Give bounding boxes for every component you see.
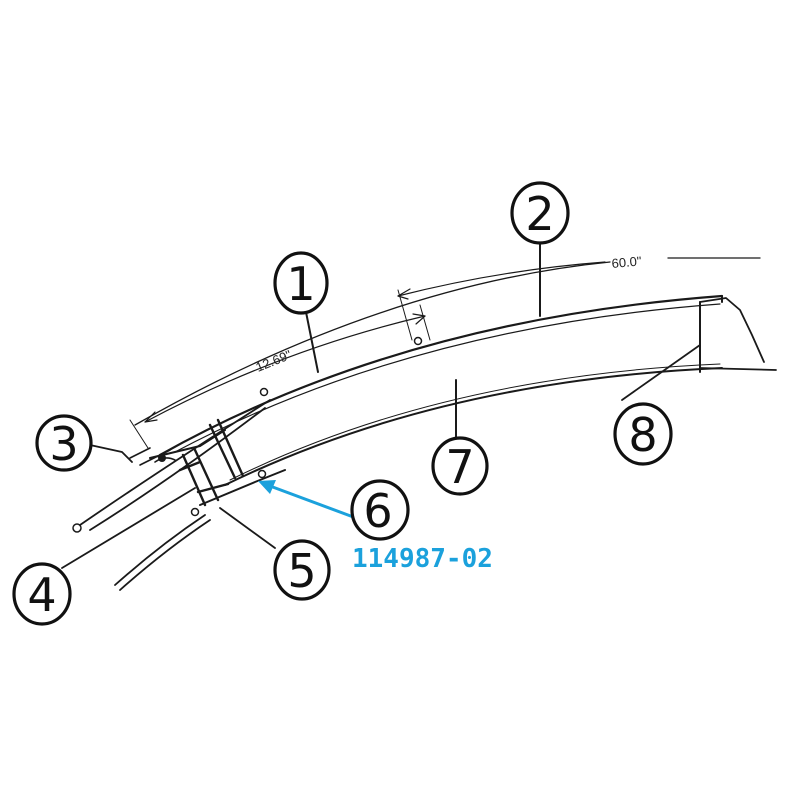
- dim-long-text: 60.0": [611, 253, 642, 271]
- callout-8: 8: [613, 402, 673, 466]
- svg-text:3: 3: [49, 417, 78, 471]
- svg-text:7: 7: [445, 440, 474, 494]
- spar-fastener-lower: [190, 507, 200, 517]
- fastener-left: [72, 523, 82, 533]
- dim-extension-lines: [129, 289, 431, 449]
- leader-3: [89, 444, 133, 463]
- dim-short-text: 12.69": [254, 347, 294, 375]
- fastener-mid: [413, 336, 423, 346]
- callout-7: 7: [431, 436, 489, 496]
- spar-h-section: [178, 418, 245, 507]
- spar-fastener: [158, 454, 166, 462]
- outer-arc: [134, 261, 611, 426]
- leading-edge-lower-skin: [114, 514, 211, 591]
- leader-5: [219, 507, 276, 549]
- callout-2: 2: [510, 181, 570, 245]
- callout-1: 1: [273, 251, 329, 315]
- svg-text:2: 2: [525, 187, 554, 241]
- panel-right-end: [699, 295, 723, 373]
- panel-bottom-edge-inner: [229, 363, 721, 481]
- leading-edge-skin: [79, 399, 271, 531]
- leader-8: [621, 344, 701, 401]
- svg-text:5: 5: [287, 544, 316, 598]
- panel-top-edge: [158, 294, 724, 457]
- dim-short-line: [144, 315, 426, 423]
- fastener-upper: [259, 387, 269, 397]
- spar-fastener-right: [257, 469, 267, 479]
- panel-right-flange: [699, 297, 777, 371]
- callout-5: 5: [273, 539, 331, 601]
- leader-1: [305, 311, 319, 373]
- callout-3: 3: [35, 414, 93, 472]
- panel-top-edge-inner: [174, 303, 721, 453]
- part-number-label: 114987-02: [352, 544, 493, 574]
- svg-text:8: 8: [628, 408, 657, 462]
- svg-text:6: 6: [363, 484, 392, 538]
- callout-4: 4: [12, 562, 72, 626]
- highlight-arrow-6: [269, 484, 357, 520]
- spar-flanges: [149, 429, 286, 506]
- leader-4: [61, 487, 196, 569]
- svg-text:1: 1: [286, 257, 315, 311]
- highlight-arrowhead-6: [258, 480, 276, 494]
- svg-text:4: 4: [27, 568, 56, 622]
- dim-short-arrow-left: [144, 411, 158, 423]
- dim-long-line: [397, 261, 606, 297]
- callout-6: 6: [350, 479, 410, 541]
